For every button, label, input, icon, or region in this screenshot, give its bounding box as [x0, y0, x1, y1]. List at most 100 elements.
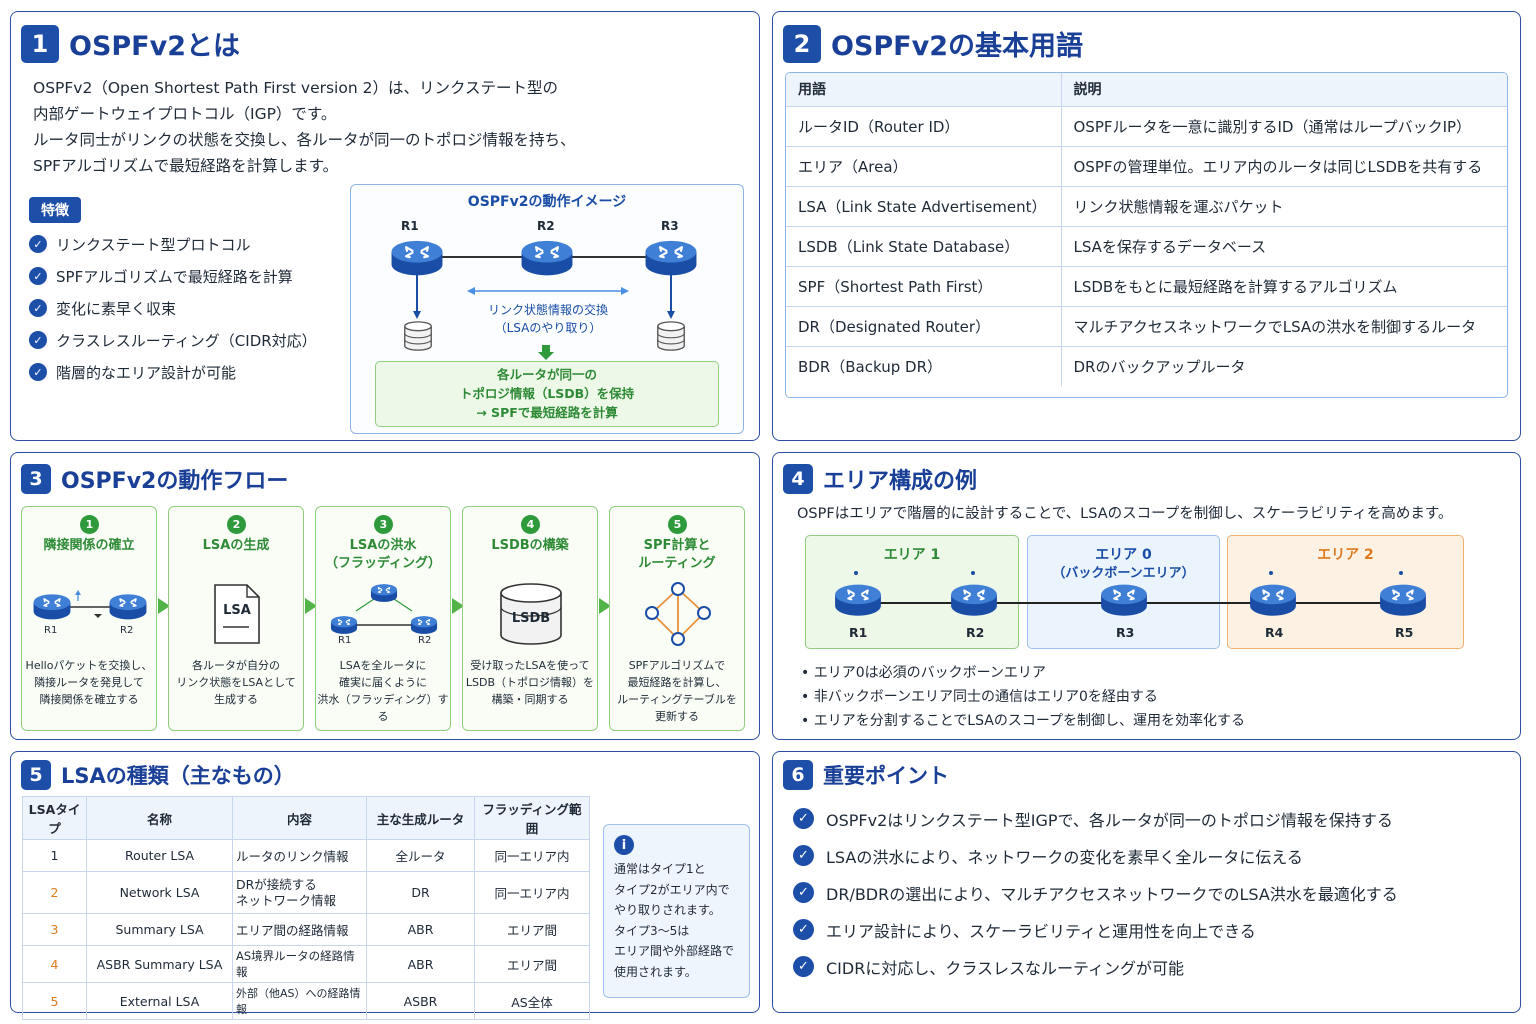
panel-1-header: 1 OSPFv2とは [21, 24, 240, 63]
database-icon [657, 321, 685, 351]
intro-line: OSPFv2（Open Shortest Path First version … [33, 79, 558, 97]
term-cell: BDR（Backup DR） [786, 345, 1062, 386]
feature-label: 階層的なエリア設計が可能 [56, 363, 237, 382]
flow-arrow [599, 598, 611, 614]
router-label: R1 [44, 625, 58, 636]
check-icon: ✓ [793, 808, 814, 829]
flow-step-2: 2 LSAの生成 LSA 各ルータが自分の リンク状態をLSAとして 生成する [168, 506, 304, 731]
panel-5-header: 5 LSAの種類（主なもの） [21, 760, 295, 790]
arrow-head [621, 287, 629, 295]
table-row: エリア（Area）OSPFの管理単位。エリア内のルータは同じLSDBを共有する [786, 145, 1507, 186]
name-cell: Router LSA [86, 839, 233, 872]
flow-step-3: 3 LSAの洪水 （フラッディング） R1 R2 LSAを全ルータに 確実に届く… [315, 506, 451, 731]
arrow-head [538, 352, 554, 360]
panel-3-header: 3 OSPFv2の動作フロー [21, 463, 288, 495]
router-icon [108, 593, 148, 621]
step-number: 2 [227, 515, 246, 534]
feature-label: クラスレスルーティング（CIDR対応） [56, 331, 317, 350]
column-header: 内容 [232, 796, 367, 840]
lsa-label: LSA [223, 603, 251, 618]
column-header: 名称 [86, 796, 233, 840]
router-cell: ABR [366, 913, 475, 946]
name-cell: ASBR Summary LSA [86, 945, 233, 983]
note-line: タイプ2がエリア内で [614, 882, 730, 897]
document-icon [214, 584, 260, 644]
bullet-text: エリアを分割することでLSAのスコープを制御し、運用を効率化する [813, 713, 1245, 729]
type-cell: 2 [22, 871, 87, 914]
area-name: エリア 1 [883, 547, 941, 563]
step-description: 各ルータが自分の リンク状態をLSAとして 生成する [176, 659, 296, 706]
router-label: R1 [338, 635, 352, 646]
feature-item: ✓変化に素早く収束 [29, 292, 317, 324]
result-line: → SPFで最短経路を計算 [476, 405, 618, 420]
section-number: 6 [783, 760, 813, 790]
key-point: ✓DR/BDRの選出により、マルチアクセスネットワークでのLSA洪水を最適化する [793, 874, 1398, 911]
exchange-line: リンク状態情報の交換 [487, 303, 608, 317]
intro-line: SPFアルゴリズムで最短経路を計算します。 [33, 157, 339, 175]
column-header: 主な生成ルータ [366, 796, 475, 840]
panel-4-header: 4 エリア構成の例 [783, 463, 977, 495]
description-cell: OSPFルータを一意に識別するID（通常はループバックIP） [1061, 105, 1507, 146]
table-header-row: LSAタイプ 名称 内容 主な生成ルータ フラッディング範囲 [22, 796, 590, 840]
step-title: LSAの洪水 （フラッディング） [324, 538, 442, 571]
section-title: エリア構成の例 [823, 469, 978, 494]
column-header: 用語 [786, 73, 1062, 106]
description-cell: OSPFの管理単位。エリア内のルータは同じLSDBを共有する [1061, 145, 1507, 186]
scope-cell: 同一エリア内 [474, 871, 590, 914]
step-number: 1 [80, 515, 99, 534]
type-cell: 1 [22, 839, 87, 872]
name-cell: External LSA [86, 982, 233, 1020]
bullet-item: • エリア0は必須のバックボーンエリア [801, 665, 1046, 681]
arrow-head [667, 311, 675, 319]
step-description: 受け取ったLSAを使って LSDB（トポロジ情報）を 構築・同期する [465, 659, 595, 706]
area-name: エリア 0 [1095, 547, 1152, 563]
name-cell: Network LSA [86, 871, 233, 914]
table-row: BDR（Backup DR）DRのバックアップルータ [786, 345, 1507, 386]
content-cell: ルータのリンク情報 [232, 839, 367, 872]
flow-arrow [452, 598, 464, 614]
signal-dot [971, 571, 975, 575]
router-icon [1379, 583, 1427, 617]
note-line: エリア間や外部経路で [614, 944, 735, 958]
column-header: フラッディング範囲 [474, 796, 590, 840]
flow-step-4: 4 LSDBの構築 LSDB 受け取ったLSAを使って LSDB（トポロジ情報）… [462, 506, 598, 731]
content-cell: DRが接続する ネットワーク情報 [232, 871, 367, 914]
lsdb-label: LSDB [511, 611, 551, 626]
info-note: i 通常はタイプ1と タイプ2がエリア内で やり取りされます。 タイプ3〜5は … [603, 824, 750, 998]
router-icon [644, 239, 698, 277]
step-description: Helloパケットを交換し、 隣接ルータを発見して 隣接関係を確立する [25, 659, 153, 706]
note-line: 通常はタイプ1と [614, 862, 706, 876]
router-icon [330, 615, 358, 635]
term-cell: LSA（Link State Advertisement） [786, 185, 1062, 226]
feature-item: ✓階層的なエリア設計が可能 [29, 356, 317, 388]
description-cell: LSDBをもとに最短経路を計算するアルゴリズム [1061, 265, 1507, 306]
note-line: タイプ3〜5は [614, 923, 690, 938]
scope-cell: AS全体 [474, 982, 590, 1020]
section-number: 4 [783, 464, 813, 494]
step-number: 4 [521, 515, 540, 534]
feature-item: ✓SPFアルゴリズムで最短経路を計算 [29, 260, 317, 292]
section-title: OSPFv2の動作フロー [61, 469, 289, 494]
operation-diagram: OSPFv2の動作イメージ R1 R2 R3 リンク状態情報の交換 （LSAのや… [350, 184, 744, 434]
feature-label: 変化に素早く収束 [56, 299, 177, 318]
step-description: SPFアルゴリズムで 最短経路を計算し、 ルーティングテーブルを 更新する [617, 659, 737, 723]
table-row: LSDB（Link State Database）LSAを保存するデータベース [786, 225, 1507, 266]
table-row: ルータID（Router ID）OSPFルータを一意に識別するID（通常はループ… [786, 105, 1507, 146]
check-icon: ✓ [793, 882, 814, 903]
check-icon: ✓ [793, 956, 814, 977]
router-cell: DR [366, 871, 475, 914]
intro-text: OSPFv2（Open Shortest Path First version … [33, 75, 576, 179]
diagram-title: OSPFv2の動作イメージ [467, 194, 627, 210]
check-icon: ✓ [29, 267, 47, 285]
step-title: LSDBの構築 [491, 538, 569, 553]
router-icon [950, 583, 998, 617]
type-cell: 5 [22, 982, 87, 1020]
flow-arrow [158, 598, 170, 614]
key-points-list: ✓OSPFv2はリンクステート型IGPで、各ルータが同一のトポロジ情報を保持する… [793, 800, 1398, 985]
section-title: LSAの種類（主なもの） [61, 764, 295, 788]
result-box: 各ルータが同一の トポロジ情報（LSDB）を保持 → SPFで最短経路を計算 [375, 361, 719, 427]
